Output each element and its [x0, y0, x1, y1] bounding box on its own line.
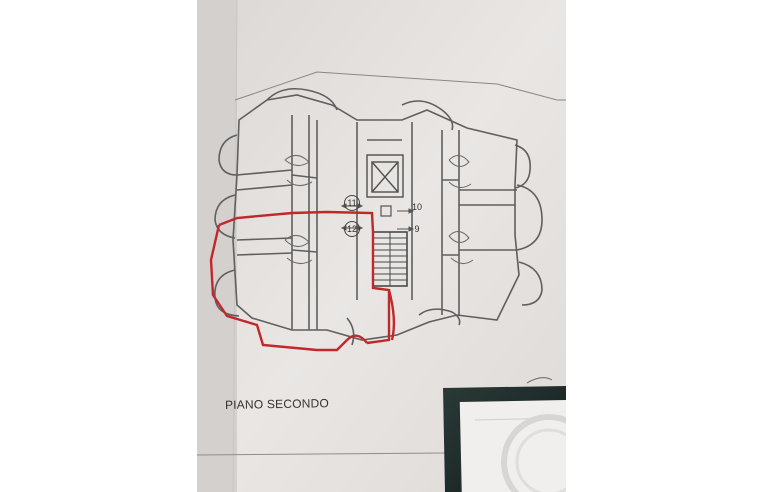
highlighted-unit-outline [209, 210, 396, 352]
unit-label-12: 12 [344, 221, 360, 237]
landing-column [380, 205, 392, 217]
floor-plan-photo: 11 10 12 9 PIANO SECONDO [197, 0, 566, 492]
unit-label-10: 10 [411, 202, 422, 212]
page-border-top [234, 71, 566, 101]
plan-caption: PIANO SECONDO [224, 396, 330, 412]
pen-mark [526, 377, 553, 384]
page-fold [197, 0, 237, 492]
elevator-shaft [366, 154, 404, 198]
unit-label-11: 11 [344, 195, 360, 211]
staircase [372, 231, 408, 287]
door-swings [284, 155, 474, 264]
corner-photo-frame [443, 386, 566, 492]
floor-plan-drawing [197, 0, 566, 492]
unit-label-9: 9 [414, 224, 420, 234]
